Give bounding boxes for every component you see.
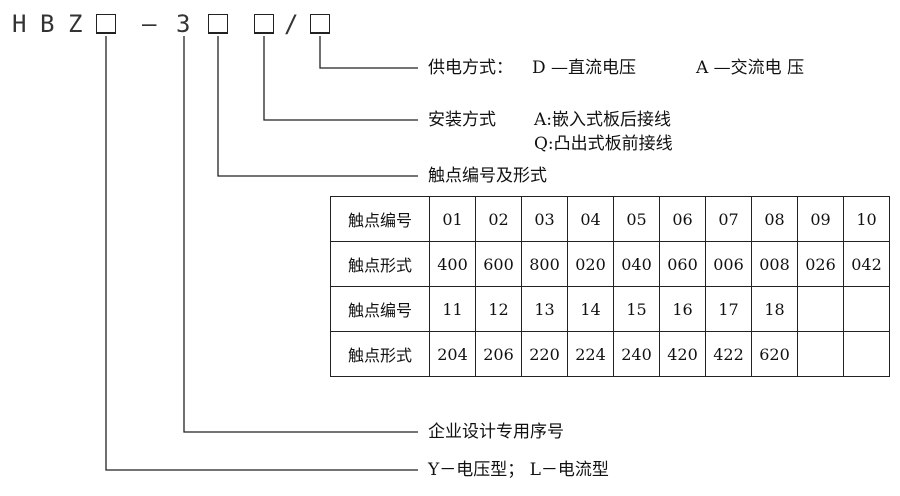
- table-cell: 422: [705, 331, 752, 377]
- table-cell: 06: [659, 196, 706, 242]
- model-dash: —: [142, 10, 157, 38]
- table-cell: 08: [751, 196, 798, 242]
- table-cell: 026: [797, 241, 844, 287]
- table-cell: 02: [475, 196, 522, 242]
- table-cell: 18: [751, 286, 798, 332]
- contact-caption: 触点编号及形式: [428, 166, 547, 186]
- table-cell: 14: [567, 286, 614, 332]
- table-cell: 17: [705, 286, 752, 332]
- table-cell: [843, 286, 890, 332]
- table-cell: 220: [521, 331, 568, 377]
- install-label: 安装方式: [428, 110, 496, 130]
- type-caption: Y－电压型； L－电流型: [428, 460, 609, 480]
- power-ac-option: A —交流电 压: [696, 58, 805, 78]
- type-code-box: [96, 14, 116, 34]
- install-leader: [263, 36, 418, 121]
- power-code-box: [310, 14, 330, 34]
- row-header: 触点编号: [330, 196, 430, 242]
- table-cell: 15: [613, 286, 660, 332]
- table-cell: 060: [659, 241, 706, 287]
- table-cell: 224: [567, 331, 614, 377]
- table-cell: 020: [567, 241, 614, 287]
- table-cell: 05: [613, 196, 660, 242]
- table-cell: 01: [429, 196, 476, 242]
- table-cell: 420: [659, 331, 706, 377]
- table-cell: 240: [613, 331, 660, 377]
- table-cell: 600: [475, 241, 522, 287]
- table-cell: [797, 286, 844, 332]
- table-cell: 204: [429, 331, 476, 377]
- table-cell: 006: [705, 241, 752, 287]
- contact-code-box: [208, 14, 228, 34]
- table-cell: 042: [843, 241, 890, 287]
- table-cell: 13: [521, 286, 568, 332]
- table-cell: [843, 331, 890, 377]
- table-cell: 400: [429, 241, 476, 287]
- table-cell: 09: [797, 196, 844, 242]
- table-cell: 03: [521, 196, 568, 242]
- table-cell: [797, 331, 844, 377]
- table-cell: 206: [475, 331, 522, 377]
- install-q-option: Q:凸出式板前接线: [534, 134, 673, 154]
- table-cell: 040: [613, 241, 660, 287]
- table-cell: 11: [429, 286, 476, 332]
- row-header: 触点形式: [330, 331, 430, 377]
- power-leader: [319, 36, 418, 69]
- table-cell: 620: [751, 331, 798, 377]
- model-letter-b: B: [40, 10, 55, 38]
- serial-leader: [183, 36, 418, 433]
- power-label: 供电方式：: [428, 58, 513, 78]
- model-letter-h: H: [12, 10, 27, 38]
- power-dc-option: D —直流电压: [532, 58, 637, 78]
- install-a-option: A:嵌入式板后接线: [534, 110, 672, 130]
- model-slash: /: [284, 10, 299, 38]
- contact-leader: [217, 36, 418, 177]
- table-cell: 04: [567, 196, 614, 242]
- install-code-box: [254, 14, 274, 34]
- row-header: 触点编号: [330, 286, 430, 332]
- table-cell: 16: [659, 286, 706, 332]
- table-cell: 008: [751, 241, 798, 287]
- model-letter-z: Z: [68, 10, 83, 38]
- table-cell: 12: [475, 286, 522, 332]
- type-leader: [105, 36, 418, 471]
- model-digit-3: 3: [176, 10, 191, 38]
- table-cell: 10: [843, 196, 890, 242]
- table-cell: 800: [521, 241, 568, 287]
- table-cell: 07: [705, 196, 752, 242]
- serial-caption: 企业设计专用序号: [428, 422, 564, 442]
- row-header: 触点形式: [330, 241, 430, 287]
